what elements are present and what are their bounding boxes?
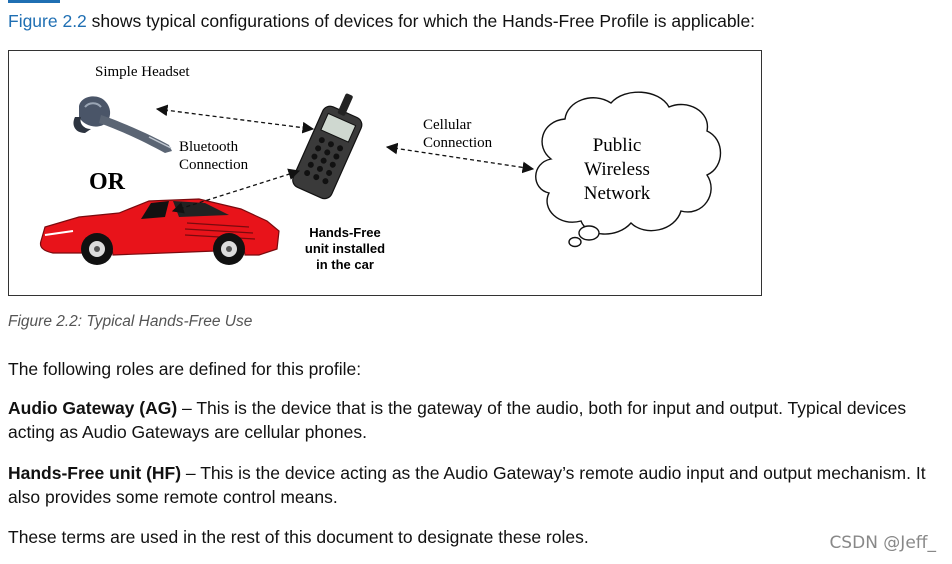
audio-gateway-paragraph: Audio Gateway (AG) – This is the device … <box>8 396 938 444</box>
cloud-label-line3: Network <box>584 183 651 204</box>
audio-gateway-term: Audio Gateway (AG) <box>8 398 178 418</box>
cellular-label-line2: Connection <box>423 135 493 151</box>
car-icon <box>39 198 280 265</box>
hands-free-term: Hands-Free unit (HF) <box>8 463 182 483</box>
cellular-connection <box>385 142 535 174</box>
intro-text: shows typical configurations of devices … <box>86 11 756 31</box>
terms-usage-paragraph: These terms are used in the rest of this… <box>8 527 589 547</box>
phone-icon <box>292 93 363 200</box>
figure-diagram: Simple Headset OR <box>8 50 762 296</box>
bluetooth-label-line1: Bluetooth <box>179 139 239 155</box>
audio-gateway-text: – This is the device that is the gateway… <box>8 398 907 442</box>
car-phone-connection <box>171 168 301 214</box>
bluetooth-label-line2: Connection <box>179 157 249 173</box>
hands-free-text: – This is the device acting as the Audio… <box>8 463 926 507</box>
watermark: CSDN @Jeff_ <box>829 533 936 553</box>
roles-intro-paragraph: The following roles are defined for this… <box>8 359 362 379</box>
headset-label: Simple Headset <box>95 64 190 80</box>
or-label: OR <box>89 169 126 195</box>
hf-label-line2: unit installed <box>305 241 385 256</box>
headset-icon <box>73 96 172 153</box>
section-heading-fragment <box>8 0 60 3</box>
headset-phone-connection <box>155 104 315 134</box>
hands-free-paragraph: Hands-Free unit (HF) – This is the devic… <box>8 461 938 509</box>
figure-link[interactable]: Figure 2.2 <box>8 11 87 31</box>
figure-caption: Figure 2.2: Typical Hands-Free Use <box>8 313 253 330</box>
hf-label-line1: Hands-Free <box>309 225 381 240</box>
cloud-icon <box>535 91 722 248</box>
cellular-label-line1: Cellular <box>423 117 471 133</box>
cloud-label-line2: Wireless <box>584 159 650 180</box>
intro-sentence: Figure 2.2 shows typical configurations … <box>8 10 755 32</box>
hf-label-line3: in the car <box>316 257 374 272</box>
diagram-canvas: Simple Headset OR <box>39 64 722 272</box>
cloud-label-line1: Public <box>593 135 642 156</box>
